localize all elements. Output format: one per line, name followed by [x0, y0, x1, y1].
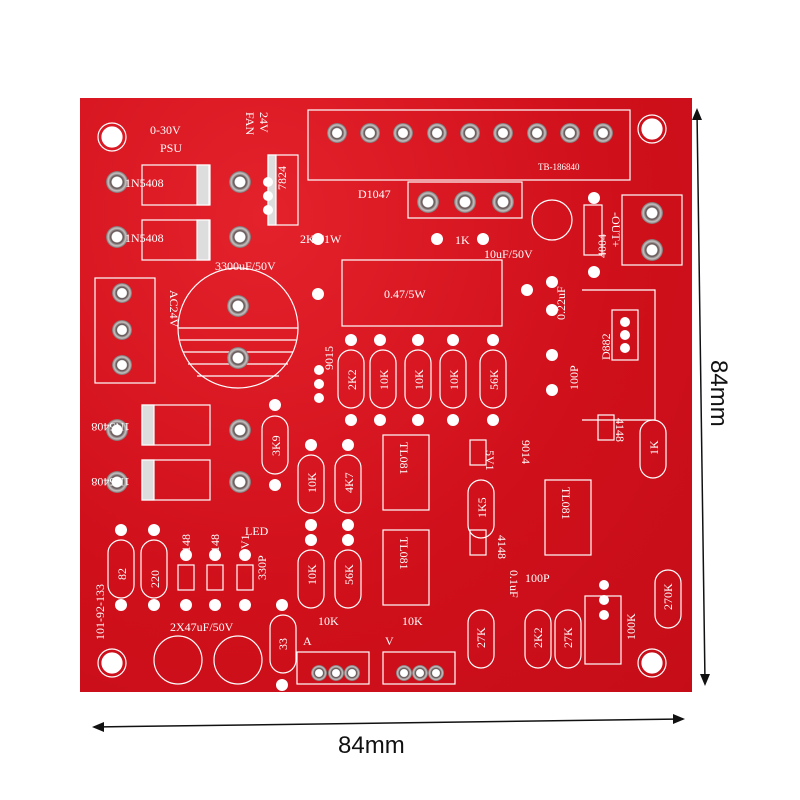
- svg-text:1N5408: 1N5408: [91, 475, 130, 489]
- svg-text:24V: 24V: [257, 112, 271, 133]
- svg-text:0.1uF: 0.1uF: [507, 570, 521, 598]
- svg-text:AC24V: AC24V: [167, 290, 181, 328]
- svg-text:220: 220: [148, 570, 162, 588]
- svg-text:4148: 4148: [613, 418, 627, 442]
- pcb-board: 0-30V PSU 1N5408 1N5408 3300uF/50V 2K2/1…: [80, 98, 692, 692]
- svg-text:V: V: [385, 634, 394, 648]
- svg-text:10K: 10K: [305, 564, 319, 585]
- svg-text:9015: 9015: [322, 346, 336, 370]
- svg-text:2X47uF/50V: 2X47uF/50V: [170, 620, 234, 634]
- svg-text:0.47/5W: 0.47/5W: [384, 287, 426, 301]
- svg-text:D1047: D1047: [358, 187, 391, 201]
- height-dimension-label: 84mm: [705, 360, 732, 427]
- svg-text:100P: 100P: [525, 571, 550, 585]
- svg-text:56K: 56K: [342, 564, 356, 585]
- width-dimension-label: 84mm: [338, 732, 405, 759]
- svg-text:10K: 10K: [318, 614, 339, 628]
- svg-text:101-92-133: 101-92-133: [93, 584, 107, 640]
- svg-text:-OUT+: -OUT+: [609, 212, 623, 248]
- svg-text:2K2: 2K2: [345, 369, 359, 390]
- svg-text:1N5408: 1N5408: [91, 420, 130, 434]
- svg-text:10K: 10K: [377, 369, 391, 390]
- svg-text:10K: 10K: [305, 472, 319, 493]
- svg-text:10K: 10K: [402, 614, 423, 628]
- svg-text:4004: 4004: [595, 234, 609, 258]
- svg-text:TB-186840: TB-186840: [538, 162, 580, 172]
- svg-text:9014: 9014: [519, 440, 533, 464]
- svg-text:82: 82: [115, 568, 129, 580]
- svg-text:27K: 27K: [561, 627, 575, 648]
- svg-text:4148: 4148: [208, 534, 222, 558]
- svg-text:100K: 100K: [624, 613, 638, 640]
- svg-text:TL081: TL081: [559, 487, 573, 520]
- svg-text:1K: 1K: [647, 440, 661, 455]
- svg-text:330P: 330P: [255, 555, 269, 580]
- svg-text:1N5408: 1N5408: [125, 176, 164, 190]
- svg-text:3K9: 3K9: [269, 435, 283, 456]
- svg-text:33: 33: [276, 638, 290, 650]
- svg-text:0.22uF: 0.22uF: [554, 286, 568, 320]
- svg-text:56K: 56K: [487, 369, 501, 390]
- svg-text:3300uF/50V: 3300uF/50V: [215, 259, 276, 273]
- svg-text:1N5408: 1N5408: [125, 231, 164, 245]
- pcb-silkscreen: 0-30V PSU 1N5408 1N5408 3300uF/50V 2K2/1…: [91, 109, 683, 691]
- svg-text:1K: 1K: [455, 233, 470, 247]
- svg-text:4K7: 4K7: [342, 472, 356, 493]
- svg-text:5V1: 5V1: [238, 534, 252, 555]
- svg-text:10K: 10K: [412, 369, 426, 390]
- svg-text:FAN: FAN: [243, 112, 257, 135]
- svg-text:2K2: 2K2: [531, 627, 545, 648]
- svg-text:4148: 4148: [179, 534, 193, 558]
- svg-text:A: A: [303, 634, 312, 648]
- svg-text:2K2/1W: 2K2/1W: [300, 232, 342, 246]
- svg-text:27K: 27K: [474, 627, 488, 648]
- svg-text:100P: 100P: [567, 365, 581, 390]
- svg-text:TL081: TL081: [397, 442, 411, 475]
- svg-text:10uF/50V: 10uF/50V: [484, 247, 533, 261]
- svg-text:10K: 10K: [447, 369, 461, 390]
- svg-text:LED: LED: [245, 524, 269, 538]
- svg-text:270K: 270K: [661, 583, 675, 610]
- svg-text:D882: D882: [599, 333, 613, 360]
- svg-text:TL081: TL081: [397, 537, 411, 570]
- svg-text:4148: 4148: [495, 535, 509, 559]
- svg-text:7824: 7824: [275, 166, 289, 190]
- svg-text:0-30V: 0-30V: [150, 123, 181, 137]
- svg-text:PSU: PSU: [160, 141, 182, 155]
- svg-text:1K5: 1K5: [475, 497, 489, 518]
- svg-text:5V1: 5V1: [483, 450, 497, 471]
